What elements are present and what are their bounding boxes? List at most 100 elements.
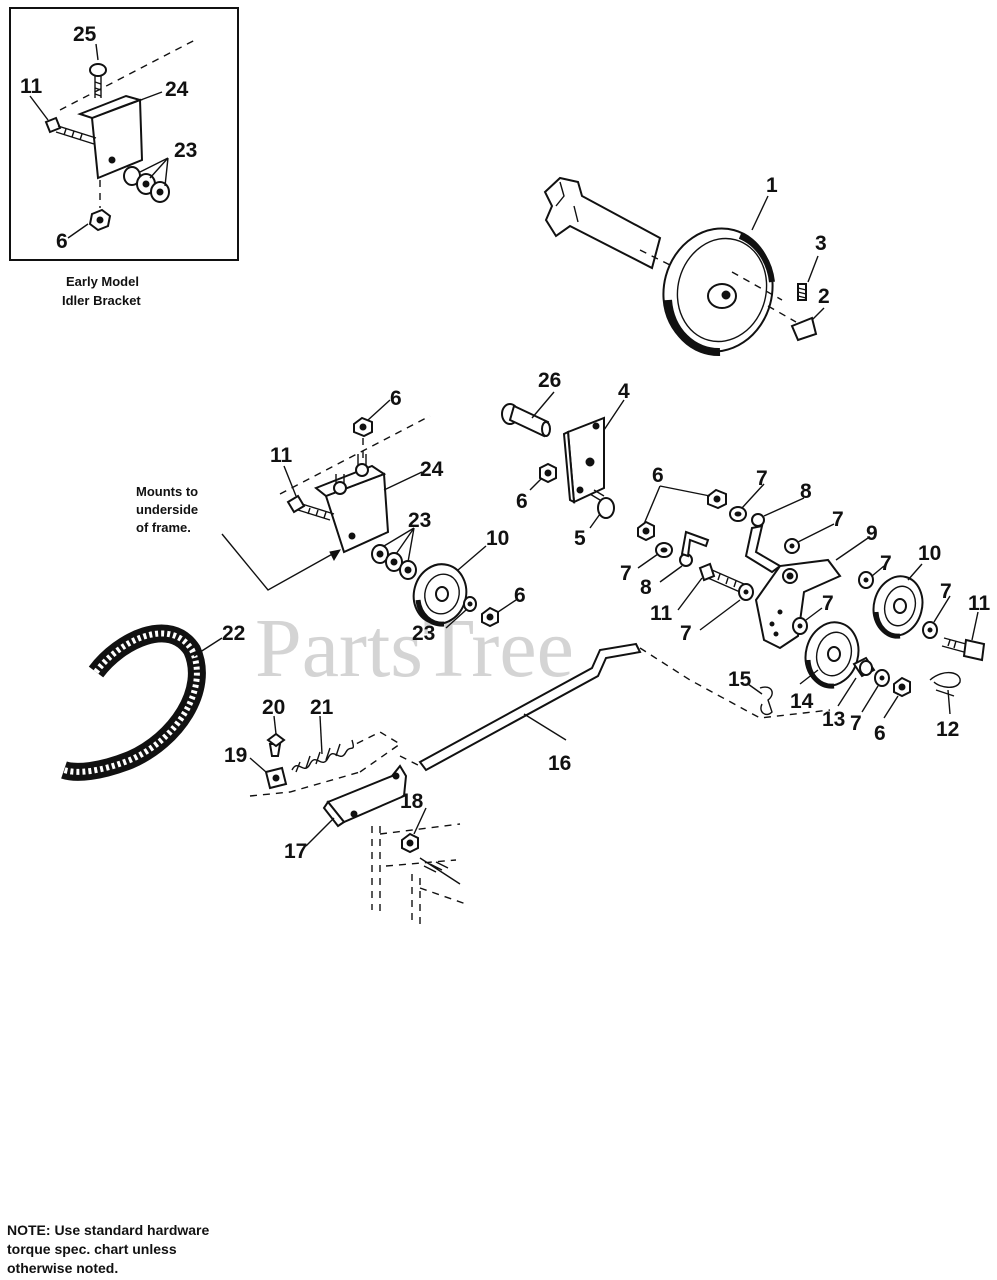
inset-callout-11: 11 (20, 75, 43, 98)
callout-6-plate: 6 (516, 490, 528, 513)
callout-12: 12 (936, 718, 959, 741)
nut-6-top (353, 416, 373, 462)
spacer-13 (852, 656, 876, 678)
washer-23-lower (463, 596, 477, 612)
inset-callout-24: 24 (165, 78, 189, 101)
idler-arm-9 (754, 558, 842, 650)
callout-26: 26 (538, 369, 561, 392)
mount-note-line3: of frame. (136, 520, 191, 535)
callout-7-e: 7 (940, 580, 952, 603)
inset-callout-6: 6 (56, 230, 68, 253)
engine-pulley (543, 176, 818, 357)
idler-pulley-14 (804, 621, 860, 689)
callout-6-top: 6 (390, 387, 402, 410)
callout-2: 2 (818, 285, 830, 308)
callout-23-bracket: 23 (408, 509, 431, 532)
bolt-11-middle (698, 562, 754, 601)
callout-19: 19 (224, 744, 247, 767)
callout-11-right: 11 (968, 592, 991, 615)
callout-13: 13 (822, 708, 845, 731)
frame-fragment (371, 823, 467, 924)
callout-7-g: 7 (822, 592, 834, 615)
washer-7-h (874, 669, 890, 687)
bracket-17 (322, 764, 408, 828)
bolt-11-bracket (286, 494, 335, 521)
callout-6-lower-right: 6 (874, 722, 886, 745)
bracket-24 (314, 454, 390, 554)
rod-8-upper (744, 513, 782, 574)
bolt-11-right (941, 637, 986, 662)
callout-4: 4 (618, 380, 630, 403)
spring-21 (291, 739, 355, 773)
callout-11-middle: 11 (650, 602, 673, 625)
washer-7-e (922, 621, 938, 639)
bolt-5 (589, 489, 615, 519)
callout-7-b: 7 (620, 562, 632, 585)
callout-15: 15 (728, 668, 752, 691)
washers-23-bracket (371, 544, 417, 580)
torque-note-line3: otherwise noted. (7, 1260, 119, 1276)
torque-note-line1: NOTE: Use standard hardware (7, 1222, 210, 1238)
inset-bolt-11 (44, 116, 97, 145)
idler-pulley-10-left (412, 563, 468, 627)
inset-bracket (77, 94, 144, 180)
nut-6-plate (539, 462, 557, 484)
callout-10-left: 10 (486, 527, 509, 550)
nut-6-idler (481, 606, 499, 628)
washer-7-d (858, 571, 874, 589)
rod-8-lower (679, 530, 710, 567)
callout-7-a: 7 (756, 467, 768, 490)
nut-18 (401, 832, 419, 854)
washer-7-g (792, 617, 808, 635)
inset-nut-6 (88, 180, 112, 232)
callout-5: 5 (574, 527, 586, 550)
callout-7-h: 7 (850, 712, 862, 735)
callout-17: 17 (284, 840, 307, 863)
callout-21: 21 (310, 696, 334, 719)
belt-22 (61, 624, 206, 781)
callout-11-bracket: 11 (270, 444, 293, 467)
mount-arrow (221, 533, 342, 591)
callout-24: 24 (420, 458, 444, 481)
plate-4 (562, 416, 605, 504)
nut-washer-6-7-right (637, 488, 747, 558)
torque-note-line2: torque spec. chart unless (7, 1241, 177, 1257)
hairpin-12 (929, 672, 961, 697)
callout-8-lower: 8 (640, 576, 652, 599)
mount-note-line2: underside (136, 502, 198, 517)
nut-19 (264, 766, 288, 790)
callout-7-d: 7 (880, 552, 892, 575)
inset-callout-23: 23 (174, 139, 197, 162)
callout-7-f: 7 (680, 622, 692, 645)
inset-caption-line2: Idler Bracket (62, 293, 141, 308)
clip-15 (759, 686, 773, 716)
callout-16: 16 (548, 752, 571, 775)
inset-early-model: 25 11 24 23 6 (9, 7, 239, 261)
nut-6-lower-right (893, 676, 911, 698)
screw-20 (266, 732, 286, 757)
inset-callout-25: 25 (73, 23, 97, 46)
callout-20: 20 (262, 696, 285, 719)
callout-6-right: 6 (652, 464, 664, 487)
callout-3: 3 (815, 232, 827, 255)
callout-10-right: 10 (918, 542, 941, 565)
rod-16 (418, 642, 642, 772)
callout-22: 22 (222, 622, 245, 645)
watermark: PartsTree (255, 602, 574, 695)
idler-pulley-10-right (872, 575, 924, 639)
callout-7-c: 7 (832, 508, 844, 531)
inset-washers-23 (123, 166, 170, 203)
washer-7-c (784, 538, 800, 554)
torque-note: NOTE: Use standard hardware torque spec.… (7, 1221, 267, 1278)
inset-caption-line1: Early Model (66, 274, 139, 289)
callout-9: 9 (866, 522, 878, 545)
callout-6-idler: 6 (514, 584, 526, 607)
mount-note-line1: Mounts to (136, 484, 198, 499)
callout-14: 14 (790, 690, 814, 713)
inset-bolt-25 (89, 63, 107, 98)
pin-26 (501, 403, 551, 438)
callout-8-upper: 8 (800, 480, 812, 503)
callout-1: 1 (766, 174, 778, 197)
callout-18: 18 (400, 790, 424, 813)
